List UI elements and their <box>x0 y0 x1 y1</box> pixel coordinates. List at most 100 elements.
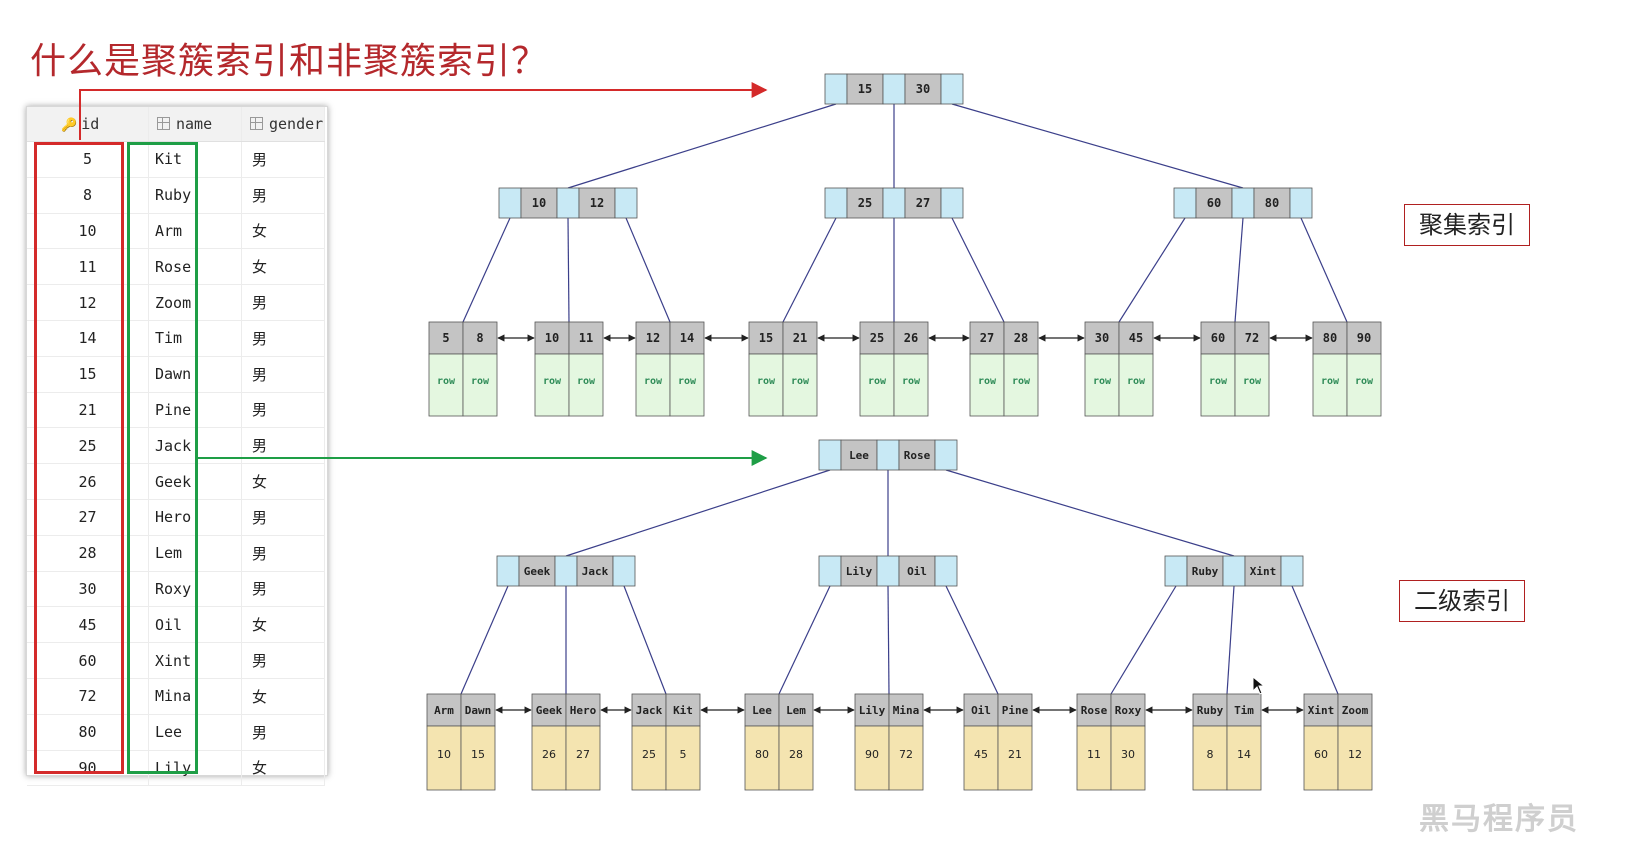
name-column-highlight <box>127 142 198 774</box>
clustered-edge <box>567 103 837 189</box>
node-key: Lee <box>849 449 869 462</box>
cell-gender: 男 <box>241 499 325 536</box>
leaf-key: Lem <box>786 704 806 717</box>
leaf-key: Pine <box>1002 704 1029 717</box>
cell-gender: 男 <box>241 141 325 178</box>
leaf-key: Lee <box>752 704 772 717</box>
leaf-key-cell <box>665 693 701 727</box>
leaf-key: 27 <box>980 331 994 345</box>
pointer-cell <box>940 73 964 105</box>
page-title: 什么是聚簇索引和非聚簇索引？ <box>30 41 549 82</box>
leaf-key: Mina <box>893 704 920 717</box>
node-key: 25 <box>858 196 872 210</box>
clustered-edge <box>951 217 1005 323</box>
secondary-edge <box>945 469 1235 557</box>
leaf-key-cell <box>426 693 462 727</box>
key-cell <box>904 187 942 219</box>
leaf-key-cell <box>778 693 814 727</box>
leaf-row-cell <box>1312 353 1348 417</box>
leaf-row-cell <box>1346 353 1382 417</box>
leaf-key: 8 <box>476 331 483 345</box>
table-header-row: 🔑id name gender <box>27 107 325 142</box>
secondary-index-label: 二级索引 <box>1399 580 1525 622</box>
secondary-edge <box>945 585 999 695</box>
secondary-edge <box>460 585 509 695</box>
leaf-key-cell <box>669 321 705 355</box>
secondary-edge <box>565 469 831 557</box>
leaf-key: Ruby <box>1197 704 1224 717</box>
leaf-value-cell <box>531 725 567 791</box>
leaf-key-cell <box>462 321 498 355</box>
leaf-key-cell <box>534 321 570 355</box>
secondary-edge <box>1291 585 1339 695</box>
leaf-value-cell <box>1337 725 1373 791</box>
leaf-primary-key-value: 10 <box>437 748 451 761</box>
leaf-row-cell <box>669 353 705 417</box>
column-header-name[interactable]: name <box>148 107 242 142</box>
column-header-gender[interactable]: gender <box>241 107 325 142</box>
leaf-row-data: row <box>644 376 663 387</box>
clustered-edge <box>462 217 511 323</box>
leaf-key-cell <box>635 321 671 355</box>
key-cell <box>846 73 884 105</box>
leaf-key: 45 <box>1129 331 1143 345</box>
leaf-primary-key-value: 15 <box>471 748 485 761</box>
cell-gender: 女 <box>241 463 325 500</box>
leaf-value-cell <box>1192 725 1228 791</box>
node-key: Geek <box>524 565 551 578</box>
leaf-key: Lily <box>859 704 886 717</box>
clustered-index-label: 聚集索引 <box>1404 204 1530 246</box>
leaf-row-cell <box>462 353 498 417</box>
leaf-key: 25 <box>870 331 884 345</box>
leaf-primary-key-value: 60 <box>1314 748 1328 761</box>
leaf-value-cell <box>565 725 601 791</box>
pointer-cell <box>824 73 848 105</box>
leaf-value-cell <box>854 725 890 791</box>
node-key: 60 <box>1207 196 1221 210</box>
leaf-key: 10 <box>545 331 559 345</box>
leaf-row-data: row <box>1355 376 1374 387</box>
leaf-key: Roxy <box>1115 704 1142 717</box>
key-cell <box>840 555 878 587</box>
leaf-primary-key-value: 80 <box>755 748 769 761</box>
leaf-key-cell <box>888 693 924 727</box>
leaf-key: Dawn <box>465 704 492 717</box>
leaf-value-cell <box>778 725 814 791</box>
leaf-row-data: row <box>1321 376 1340 387</box>
pointer-cell <box>498 187 522 219</box>
leaf-row-data: row <box>902 376 921 387</box>
column-header-label: id <box>81 115 100 133</box>
leaf-primary-key-value: 90 <box>865 748 879 761</box>
leaf-primary-key-value: 27 <box>576 748 590 761</box>
leaf-key: Xint <box>1308 704 1335 717</box>
clustered-edge <box>782 217 837 323</box>
leaf-row-data: row <box>471 376 490 387</box>
leaf-key: 12 <box>646 331 660 345</box>
column-header-id[interactable]: 🔑id <box>27 107 149 142</box>
pointer-cell <box>824 187 848 219</box>
cell-gender: 男 <box>241 356 325 393</box>
leaf-key: Geek <box>536 704 563 717</box>
leaf-key: 80 <box>1323 331 1337 345</box>
key-cell <box>904 73 942 105</box>
pointer-cell <box>1231 187 1255 219</box>
clustered-edge <box>625 217 671 323</box>
leaf-key-cell <box>893 321 929 355</box>
key-cell <box>518 555 556 587</box>
leaf-key: 28 <box>1014 331 1028 345</box>
leaf-value-cell <box>426 725 462 791</box>
primary-key-icon: 🔑 <box>61 118 78 133</box>
leaf-primary-key-value: 12 <box>1348 748 1362 761</box>
leaf-key-cell <box>1346 321 1382 355</box>
